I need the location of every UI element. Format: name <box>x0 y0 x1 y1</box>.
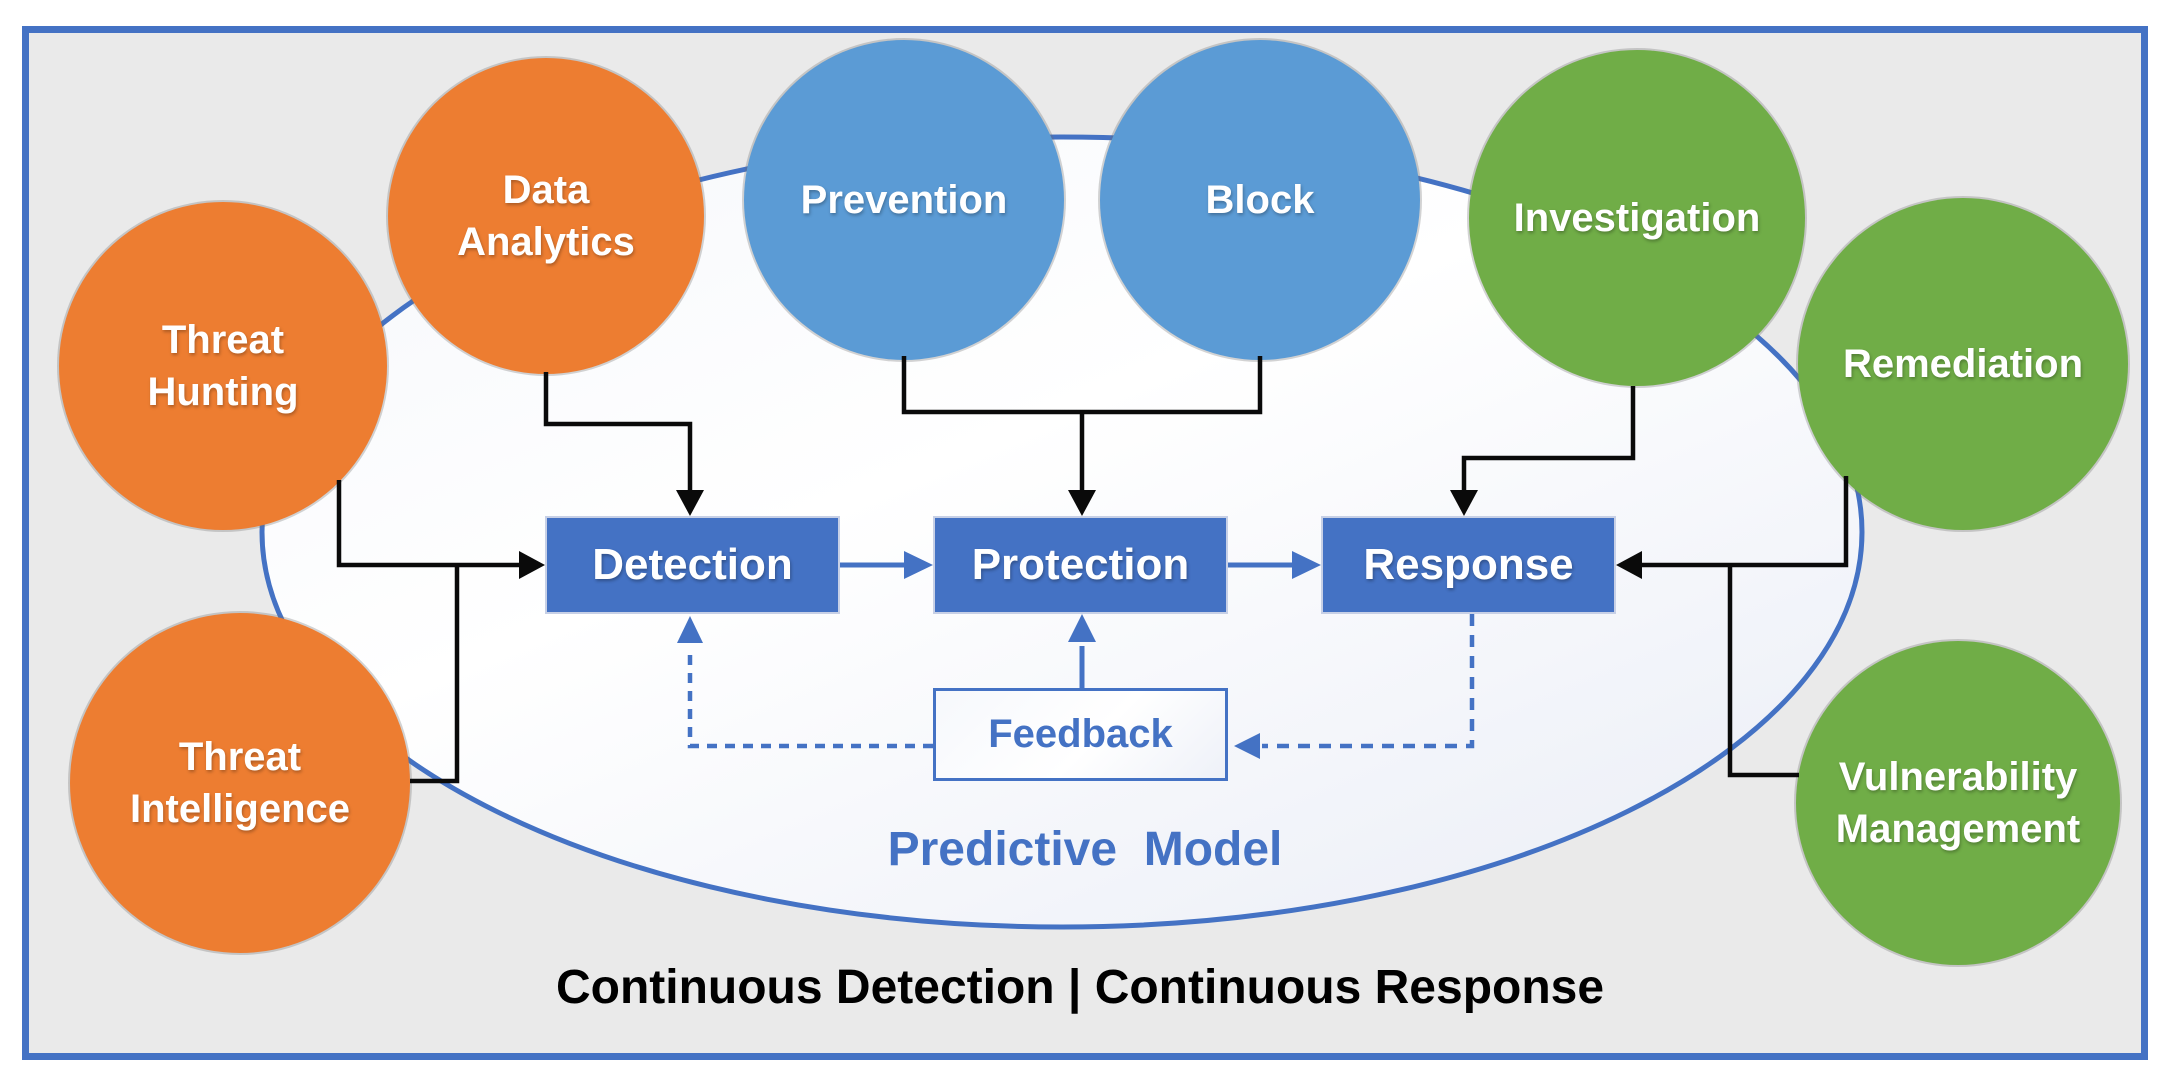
circle-vulnerability-management-label: Vulnerability Management <box>1835 755 2081 851</box>
circle-remediation: Remediation <box>1798 198 2128 530</box>
arrowhead-protection-bottom <box>1068 614 1096 642</box>
circle-remediation-label: Remediation <box>1842 342 2084 386</box>
predictive-model-label: Predictive Model <box>887 823 1283 876</box>
arrowhead-into-protection-top <box>1068 490 1096 516</box>
arrowhead-into-detection-top <box>676 490 704 516</box>
box-response: Response <box>1321 516 1616 614</box>
box-feedback: Feedback <box>933 688 1228 781</box>
connector-threat-hunting-intelligence-to-detection <box>336 480 521 784</box>
circle-threat-intelligence: Threat Intelligence <box>70 613 410 953</box>
box-response-label: Response <box>1363 540 1574 589</box>
bottom-caption: Continuous Detection | Continuous Respon… <box>555 961 1605 1014</box>
arrowhead-into-response-right <box>1616 551 1642 579</box>
circle-block-label: Block <box>1205 178 1315 222</box>
circle-data-analytics-label: Data Analytics <box>457 168 635 264</box>
circle-investigation-label: Investigation <box>1513 196 1761 240</box>
box-protection-label: Protection <box>971 540 1190 589</box>
arrowhead-response-left <box>1292 551 1321 579</box>
arrowhead-into-detection-left <box>519 551 545 579</box>
arrowhead-protection-left <box>904 551 933 579</box>
arrowhead-into-response-top <box>1450 490 1478 516</box>
connector-investigation-to-response <box>1461 386 1636 492</box>
dashed-feedback-to-detection <box>687 650 933 749</box>
circle-investigation: Investigation <box>1469 50 1805 386</box>
arrowhead-detection-bottom <box>677 616 703 643</box>
circle-prevention: Prevention <box>744 40 1064 360</box>
arrowhead-feedback-right <box>1234 733 1260 759</box>
box-protection: Protection <box>933 516 1228 614</box>
circle-threat-hunting: Threat Hunting <box>59 202 387 530</box>
circle-block: Block <box>1100 40 1420 360</box>
box-feedback-label: Feedback <box>988 712 1173 756</box>
connector-remediation-vulnerability-to-response <box>1641 476 1849 778</box>
circle-threat-hunting-label: Threat Hunting <box>147 318 299 414</box>
circle-vulnerability-management: Vulnerability Management <box>1796 641 2120 965</box>
circle-data-analytics: Data Analytics <box>388 58 704 374</box>
circle-prevention-label: Prevention <box>800 178 1008 222</box>
box-detection-label: Detection <box>592 540 793 589</box>
connector-prevention-block-to-protection <box>901 356 1263 492</box>
dashed-response-to-feedback <box>1262 614 1475 749</box>
circle-threat-intelligence-label: Threat Intelligence <box>129 735 351 831</box>
connector-data-analytics-to-detection <box>543 372 693 492</box>
box-detection: Detection <box>545 516 840 614</box>
